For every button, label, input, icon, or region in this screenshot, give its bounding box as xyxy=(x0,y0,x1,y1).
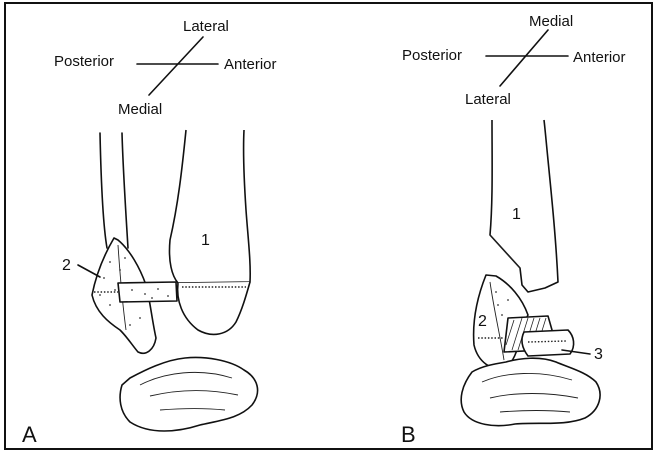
panel-b: Medial Posterior Anterior Lateral 1 2 xyxy=(401,13,626,447)
panel-a-fibula-posterior-edge xyxy=(100,133,107,248)
panel-b-fragment-2-label: 2 xyxy=(478,313,487,330)
panel-a-label-2-leader xyxy=(78,265,100,277)
panel-a-orientation-axes: Lateral Posterior Anterior Medial xyxy=(54,18,277,118)
panel-a-axis-right-label: Anterior xyxy=(224,56,277,73)
panel-a-fibula-anterior-edge xyxy=(122,133,128,248)
panel-b-axis-top-label: Medial xyxy=(529,13,573,30)
panel-b-axis-right-label: Anterior xyxy=(573,49,626,66)
panel-b-letter: B xyxy=(401,422,416,447)
panel-a-tibia-distal-end xyxy=(178,282,250,334)
panel-a-axis-bottom-label: Medial xyxy=(118,101,162,118)
panel-a-tibia-bone-1 xyxy=(169,130,250,283)
panel-b-fragment-3-label: 3 xyxy=(594,346,603,363)
panel-b-talus xyxy=(461,358,600,425)
panel-b-axis-left-label: Posterior xyxy=(402,47,462,64)
panel-b-bone-1-label: 1 xyxy=(512,206,521,223)
panel-b-axis-bottom-label: Lateral xyxy=(465,91,511,108)
panel-b-oblique-axis xyxy=(500,30,548,86)
panel-a-fragment-2-label: 2 xyxy=(62,257,71,274)
panel-a-talus xyxy=(120,358,257,432)
panel-a-bone-1-label: 1 xyxy=(201,232,210,249)
panel-a: Lateral Posterior Anterior Medial 1 xyxy=(22,18,277,447)
panel-b-fragment-3 xyxy=(522,330,574,356)
panel-a-fracture-bar xyxy=(118,282,177,302)
panel-a-axis-top-label: Lateral xyxy=(183,18,229,35)
panel-b-orientation-axes: Medial Posterior Anterior Lateral xyxy=(402,13,626,108)
panel-a-letter: A xyxy=(22,422,37,447)
panel-a-axis-left-label: Posterior xyxy=(54,53,114,70)
panel-b-tibia-bone-1 xyxy=(490,120,558,292)
panel-a-oblique-axis xyxy=(149,37,203,95)
